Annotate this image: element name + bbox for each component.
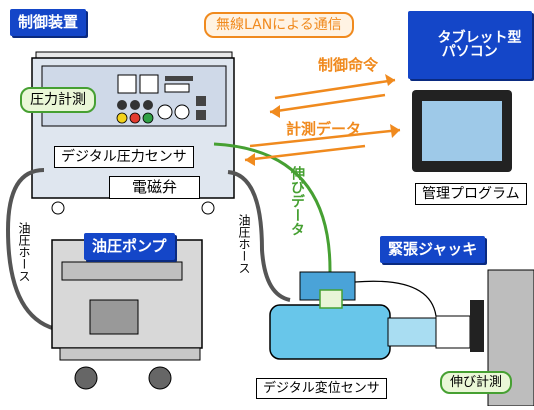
tension-jack-title: 緊張ジャッキ — [380, 236, 486, 263]
hose-left-label: 油圧ホース — [17, 222, 31, 282]
hose-mid-label: 油圧ホース — [237, 214, 251, 274]
tablet-title-text: タブレット型 パソコン — [437, 30, 522, 60]
control-device-title: 制御装置 — [10, 9, 87, 36]
displacement-sensor-label: デジタル変位センサ — [256, 378, 387, 399]
digital-pressure-sensor-label: デジタル圧力センサ — [54, 146, 194, 168]
solenoid-valve-label: 電磁弁 — [109, 176, 201, 199]
pressure-measure-label: 圧力計測 — [20, 87, 96, 113]
hydraulic-pump-title: 油圧ポンプ — [84, 233, 175, 260]
measure-data-label: 計測データ — [286, 120, 362, 138]
control-command-label: 制御命令 — [318, 56, 379, 74]
stretch-measure-label: 伸び計測 — [440, 371, 513, 394]
tablet-title: タブレット型 パソコン — [408, 11, 532, 79]
stretch-data-label: 伸びデータ — [289, 166, 305, 236]
wireless-label: 無線LANによる通信 — [204, 12, 354, 38]
management-program-label: 管理プログラム — [415, 183, 527, 205]
